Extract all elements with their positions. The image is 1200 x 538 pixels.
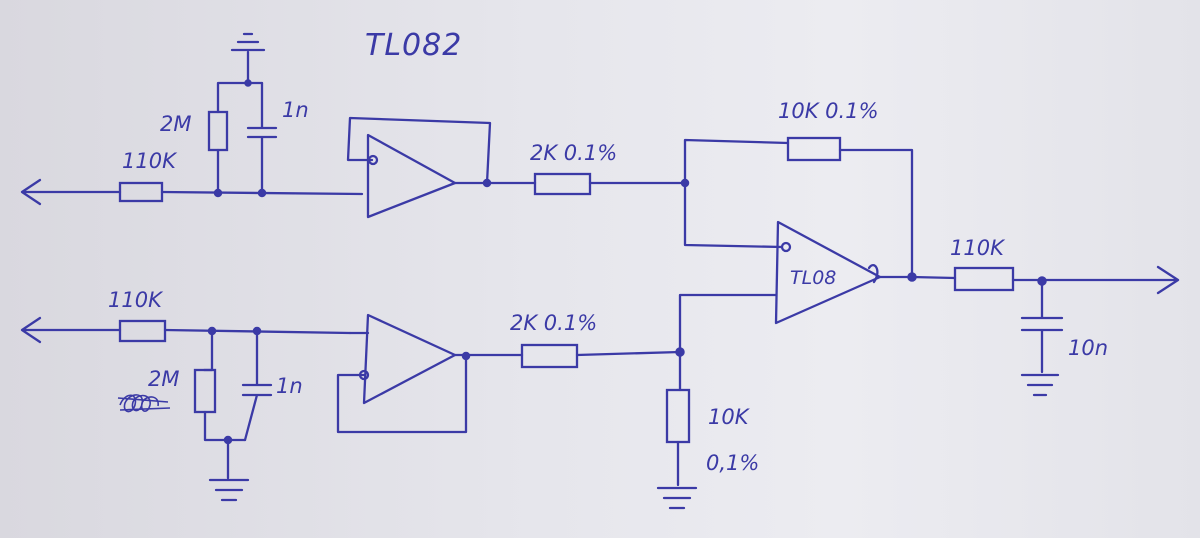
difference-opamp	[774, 220, 882, 325]
ground-resistor-tolerance-label: 0,1%	[706, 451, 759, 475]
ground-resistor-ground-symbol	[656, 440, 698, 510]
bottom-input-arrow	[20, 316, 122, 344]
top-ground-symbol	[230, 32, 266, 52]
opamp-label-scribble	[867, 263, 879, 284]
diff-neg-input-wire	[683, 181, 784, 249]
ground-resistor	[665, 388, 691, 444]
bottom-channel: 110K 2M 1n 2K 0.1% 10K 0,1	[20, 288, 759, 510]
bottom-2k-lead-right	[575, 350, 682, 357]
bottom-buffer-feedback	[336, 355, 468, 434]
bottom-series-resistor-label: 110K	[108, 288, 164, 312]
top-channel: 2M 1n 110K 2K 0.1%	[20, 32, 690, 219]
bottom-input-resistor	[520, 343, 579, 369]
feedback-resistor-label: 10K 0.1%	[778, 99, 879, 123]
top-buffer-feedback	[346, 116, 492, 185]
bottom-buffer-pin	[358, 369, 370, 381]
output-filter: 110K 10n	[910, 236, 1180, 397]
feedback-resistor	[786, 136, 842, 162]
top-shunt-capacitor	[246, 81, 278, 195]
top-buffer-opamp	[366, 133, 457, 219]
diff-pos-input-wire	[678, 293, 778, 352]
top-shunt-r-lead-top	[216, 50, 264, 114]
bottom-ground-symbol	[208, 438, 250, 502]
ground-resistor-value-label: 10K	[708, 405, 751, 429]
bottom-buffer-opamp	[362, 313, 457, 405]
diff-neg-pin	[780, 241, 792, 253]
output-resistor-label: 110K	[950, 236, 1006, 260]
top-series-resistor	[118, 181, 164, 203]
output-capacitor-label: 10n	[1068, 336, 1108, 360]
top-shunt-resistor-label: 2M	[160, 112, 191, 136]
top-shunt-capacitor-label: 1n	[282, 98, 309, 122]
bottom-shunt-resistor	[193, 368, 217, 414]
bottom-shunt-resistor-label: 2M	[148, 367, 179, 391]
bottom-shunt-r-lead-bottom	[203, 410, 247, 442]
output-capacitor	[1020, 279, 1064, 397]
feedback-lead-left	[683, 138, 790, 185]
top-input-arrow	[20, 178, 122, 206]
chip-title: TL082	[365, 28, 462, 63]
difference-opamp-label: TL08	[790, 267, 836, 289]
bottom-series-resistor	[118, 319, 167, 343]
difference-amp: 10K 0.1% TL08	[678, 99, 917, 352]
bottom-shunt-r-lead-top	[202, 329, 214, 372]
bottom-input-resistor-label: 2K 0.1%	[510, 311, 597, 335]
top-gnd-junction	[244, 79, 252, 87]
crossed-out-scribble	[117, 394, 171, 413]
output-resistor	[953, 266, 1015, 292]
top-input-resistor-label: 2K 0.1%	[530, 141, 617, 165]
top-shunt-resistor	[207, 110, 229, 152]
bottom-shunt-capacitor	[241, 329, 273, 442]
bottom-shunt-capacitor-label: 1n	[276, 374, 303, 398]
feedback-lead-right	[838, 148, 914, 277]
top-series-resistor-label: 110K	[122, 149, 178, 173]
top-input-resistor	[533, 172, 592, 196]
top-buffer-pin	[367, 154, 379, 166]
out-r-lead-left	[910, 275, 957, 280]
